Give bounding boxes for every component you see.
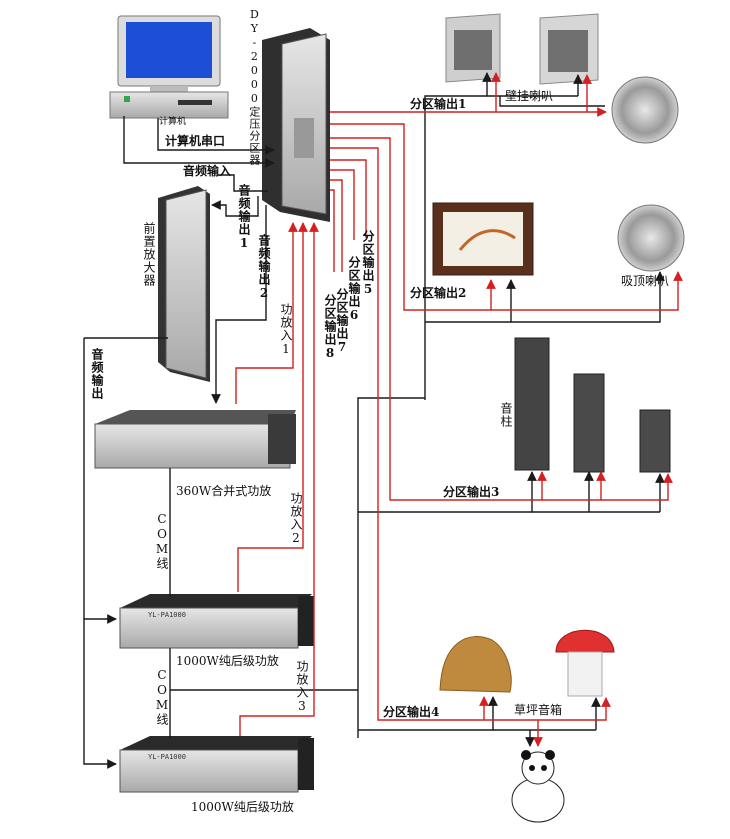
com-line-1-label: COM线 xyxy=(155,512,169,570)
amp-in-2-label: 功放入2 xyxy=(289,492,303,546)
amp-model-a: YL-PA1000 xyxy=(148,611,186,619)
amp-model-b: YL-PA1000 xyxy=(148,753,186,761)
preamp xyxy=(158,186,210,382)
zone-out-6-label: 分区输出6 xyxy=(347,256,361,323)
black-wiring xyxy=(83,72,665,769)
zone-out-5-label: 分区输出5 xyxy=(361,230,375,297)
zone-controller-label: DY-2000定压分区器 xyxy=(247,8,261,166)
audio-out-1-label: 音频输出1 xyxy=(237,184,251,251)
preamp-label: 前置放大器 xyxy=(142,222,156,287)
zone-out-7-label: 分区输出7 xyxy=(335,288,349,355)
amp-360w xyxy=(94,410,296,469)
amp-in-1-label: 功放入1 xyxy=(279,303,293,357)
computer-tag: 计算机 xyxy=(159,117,187,127)
ceiling-speaker-1 xyxy=(611,76,679,144)
ceiling-speaker-2 xyxy=(617,204,685,272)
computer-serial-label: 计算机串口 xyxy=(165,134,226,148)
audio-input-label: 音频输入 xyxy=(183,164,232,178)
audio-out-2-label: 音频输出2 xyxy=(257,234,271,301)
zone-out-2-label: 分区输出2 xyxy=(410,286,467,300)
rock-speaker xyxy=(439,636,512,693)
zone-out-1-label: 分区输出1 xyxy=(410,97,467,111)
ceiling-speaker-label: 吸顶喇叭 xyxy=(621,274,670,288)
panda-speaker xyxy=(511,750,565,823)
lawn-speaker-label: 草坪音箱 xyxy=(514,703,563,717)
mushroom-speaker xyxy=(555,629,615,697)
zone-controller xyxy=(262,28,330,222)
red-wiring xyxy=(235,72,683,747)
amp-360-label: 360W合并式功放 xyxy=(176,484,272,498)
zone-out-8-label: 分区输出8 xyxy=(323,294,337,361)
wall-speaker-label: 壁挂喇叭 xyxy=(505,89,554,103)
com-line-2-label: COM线 xyxy=(155,668,169,726)
column-speaker-label: 音柱 xyxy=(499,402,513,428)
amp-1000-b-label: 1000W纯后级功放 xyxy=(191,800,294,814)
column-speakers xyxy=(514,337,671,473)
amp-1000w-a xyxy=(119,594,314,649)
zone-out-3-label: 分区输出3 xyxy=(443,485,500,499)
wall-speaker-2 xyxy=(539,13,599,85)
amp-in-3-label: 功放入3 xyxy=(295,660,309,714)
computer xyxy=(109,15,229,119)
zone-out-4-label: 分区输出4 xyxy=(383,705,440,719)
wall-speaker-1 xyxy=(445,13,501,83)
audio-out-label: 音频输出 xyxy=(90,348,104,400)
amp-1000w-b xyxy=(119,736,314,793)
amp-1000-a-label: 1000W纯后级功放 xyxy=(176,654,279,668)
picture-speaker xyxy=(432,202,534,276)
